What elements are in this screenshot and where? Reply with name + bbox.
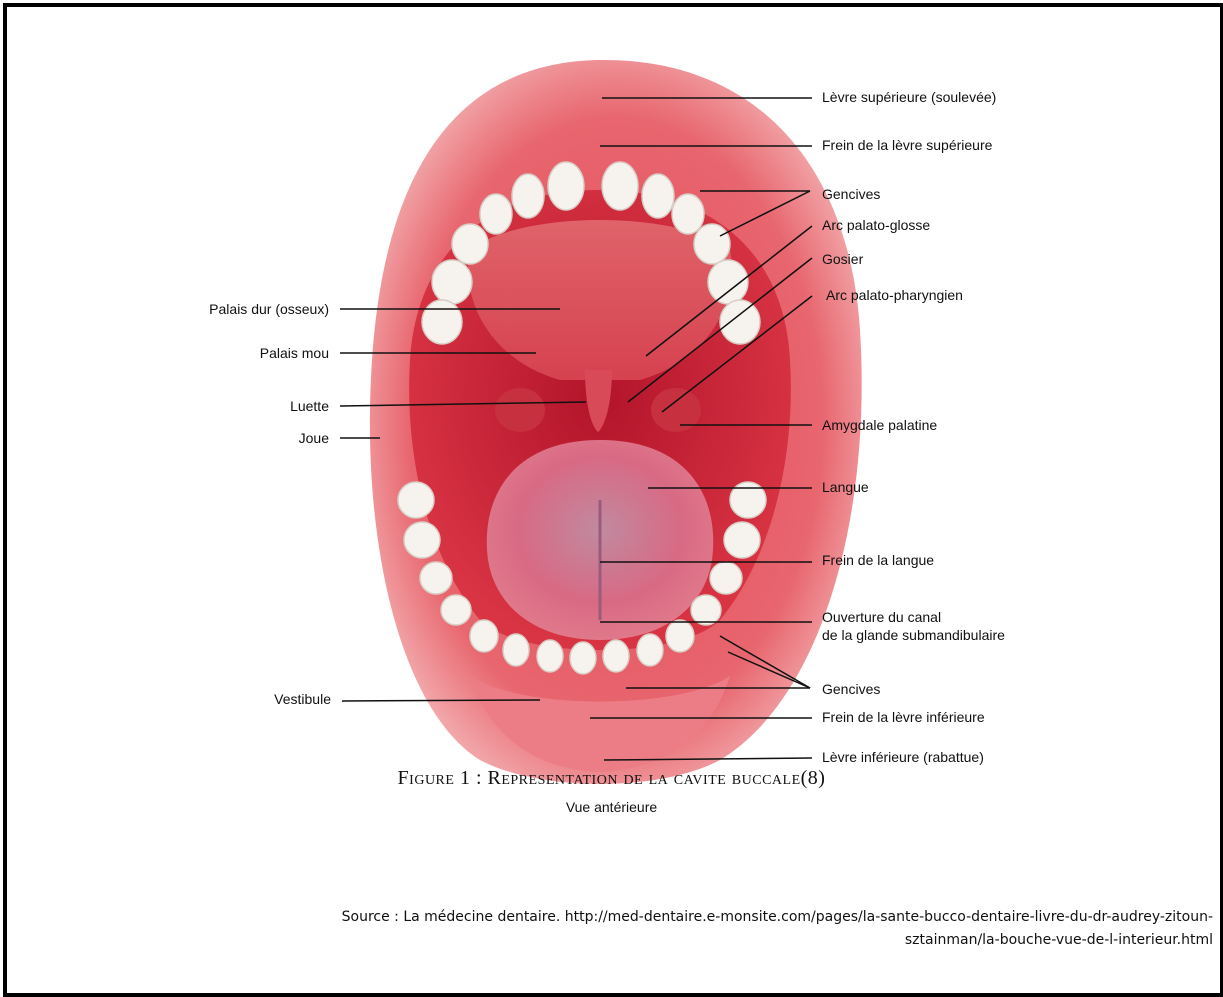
label-fauces: Gosier [822, 250, 863, 268]
label-tongue: Langue [822, 478, 869, 496]
label-lower-gums: Gencives [822, 680, 880, 698]
label-cheek: Joue [299, 429, 329, 447]
label-duct-opening-line2: de la glande submandibulaire [822, 626, 1005, 644]
label-duct-opening-line1: Ouverture du canal [822, 608, 941, 626]
label-upper-gums: Gencives [822, 185, 880, 203]
view-caption: Vue antérieure [0, 799, 1223, 815]
source-line-2: sztainman/la-bouche-vue-de-l-interieur.h… [103, 929, 1213, 952]
label-upper-lip-frenum: Frein de la lèvre supérieure [822, 136, 992, 154]
label-palatine-tonsil: Amygdale palatine [822, 416, 937, 434]
label-palatopharyngeal-arch: Arc palato-pharyngien [826, 286, 963, 304]
label-soft-palate: Palais mou [260, 344, 329, 362]
label-uvula: Luette [290, 397, 329, 415]
label-hard-palate: Palais dur (osseux) [209, 300, 329, 318]
label-tongue-frenum: Frein de la langue [822, 551, 934, 569]
label-upper-lip: Lèvre supérieure (soulevée) [822, 88, 996, 106]
label-palatoglossal-arch: Arc palato-glosse [822, 216, 930, 234]
tonsil-left [495, 388, 545, 432]
source-line-1: Source : La médecine dentaire. http://me… [103, 906, 1213, 929]
figure-caption: Figure 1 : Representation de la cavite b… [0, 767, 1223, 790]
label-lower-lip-frenum: Frein de la lèvre inférieure [822, 708, 985, 726]
source-citation: Source : La médecine dentaire. http://me… [103, 906, 1213, 952]
label-vestibule: Vestibule [274, 690, 331, 708]
label-lower-lip: Lèvre inférieure (rabattue) [822, 748, 984, 766]
